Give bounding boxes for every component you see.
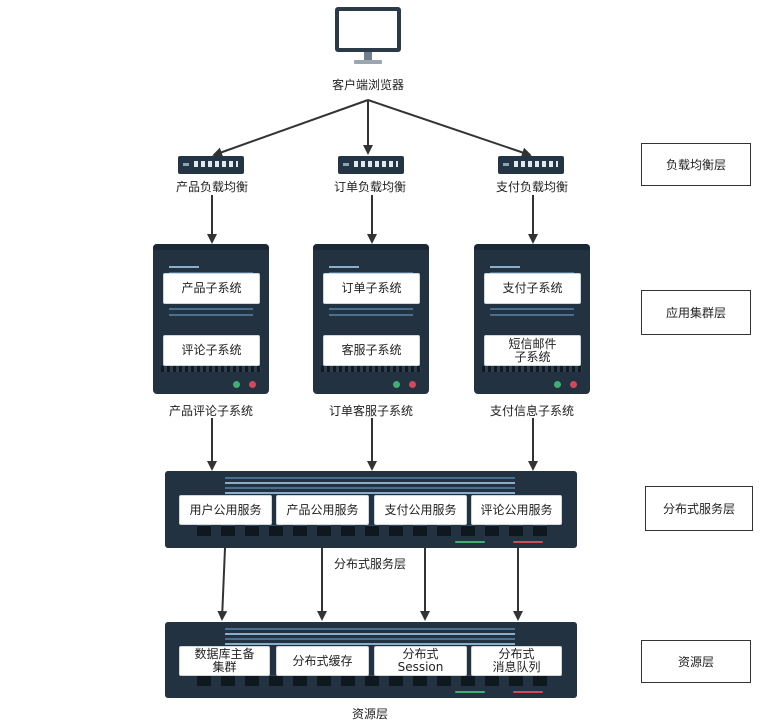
service-layer-rack xyxy=(165,471,577,548)
service-layer-label: 分布式服务层 xyxy=(333,557,406,571)
lb-order-label: 订单负载均衡 xyxy=(333,180,406,194)
arrow-service-to-res-1 xyxy=(217,547,228,621)
monitor-icon xyxy=(334,6,402,66)
network-switch-icon xyxy=(338,156,404,174)
subsystem-box-review: 评论子系统 xyxy=(163,335,260,366)
layer-label-app-cluster: 应用集群层 xyxy=(641,290,751,335)
client-label: 客户端浏览器 xyxy=(331,78,404,92)
app-server-product xyxy=(153,244,269,394)
resource-box-database: 数据库主备 集群 xyxy=(179,646,270,676)
subsystem-box-customer-service: 客服子系统 xyxy=(323,335,420,366)
layer-label-resource: 资源层 xyxy=(641,640,751,683)
resource-box-session: 分布式 Session xyxy=(374,646,467,676)
service-box-product: 产品公用服务 xyxy=(276,495,369,525)
subsystem-box-payment: 支付子系统 xyxy=(484,273,581,304)
app-server-order xyxy=(313,244,429,394)
lb-product-label: 产品负载均衡 xyxy=(175,180,248,194)
service-box-user: 用户公用服务 xyxy=(179,495,272,525)
app-server-payment-label: 支付信息子系统 xyxy=(489,404,574,418)
resource-box-cache: 分布式缓存 xyxy=(276,646,369,676)
service-box-payment: 支付公用服务 xyxy=(374,495,467,525)
subsystem-box-order: 订单子系统 xyxy=(323,273,420,304)
network-switch-icon xyxy=(498,156,564,174)
layer-label-distributed-service: 分布式服务层 xyxy=(645,486,753,531)
network-switch-icon xyxy=(178,156,244,174)
arrow-client-to-lb-1 xyxy=(212,99,369,158)
app-server-order-label: 订单客服子系统 xyxy=(328,404,413,418)
lb-payment-label: 支付负载均衡 xyxy=(495,180,568,194)
subsystem-box-sms-email: 短信邮件 子系统 xyxy=(484,335,581,366)
resource-box-message-queue: 分布式 消息队列 xyxy=(471,646,562,676)
subsystem-box-product: 产品子系统 xyxy=(163,273,260,304)
service-box-review: 评论公用服务 xyxy=(471,495,562,525)
arrow-client-to-lb-3 xyxy=(367,99,532,158)
app-server-product-label: 产品评论子系统 xyxy=(168,404,253,418)
layer-label-load-balancing: 负载均衡层 xyxy=(641,143,751,186)
app-server-payment xyxy=(474,244,590,394)
resource-layer-label: 资源层 xyxy=(351,707,388,721)
